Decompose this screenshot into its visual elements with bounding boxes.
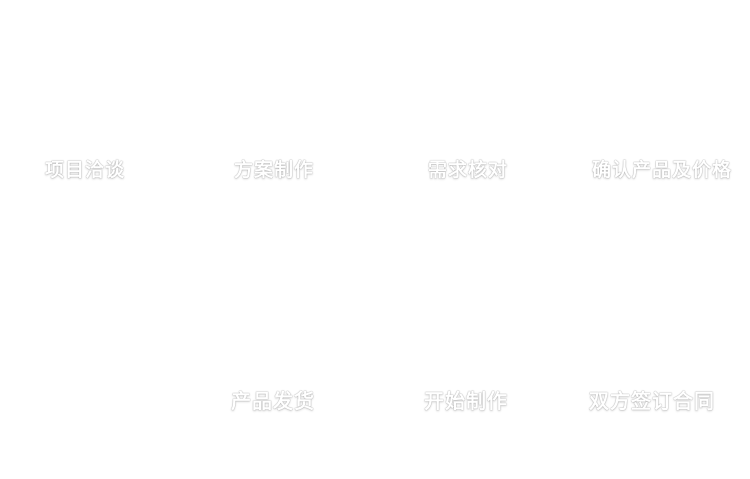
step-confirm-product-and-price: 确认产品及价格 bbox=[592, 159, 733, 181]
step-sign-contract: 双方签订合同 bbox=[589, 389, 715, 413]
step-product-shipment: 产品发货 bbox=[231, 389, 315, 413]
step-project-negotiation: 项目洽谈 bbox=[45, 159, 126, 181]
step-proposal-creation: 方案制作 bbox=[234, 159, 315, 181]
step-start-production: 开始制作 bbox=[424, 389, 508, 413]
step-requirement-check: 需求核对 bbox=[428, 159, 509, 181]
